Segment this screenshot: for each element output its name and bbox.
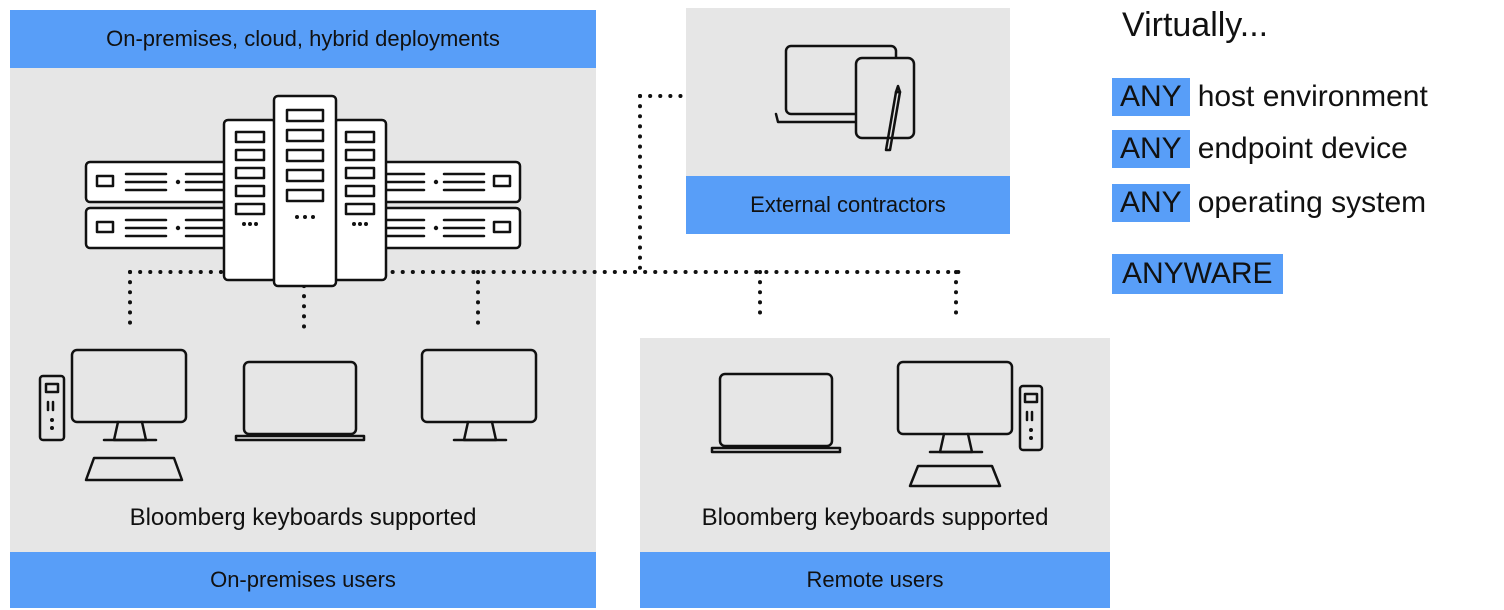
- any-row-device: ANY endpoint device: [1112, 130, 1408, 168]
- remote-footer-bar: Remote users: [640, 552, 1110, 608]
- remote-caption: Bloomberg keyboards supported: [701, 504, 1049, 531]
- contractors-footer-label: External contractors: [750, 192, 946, 217]
- onprem-footer-label: On-premises users: [210, 567, 396, 592]
- monitor-icon: [420, 348, 538, 442]
- desktop-tower-icon-remote: [896, 360, 1044, 488]
- side-title: Virtually...: [1122, 6, 1269, 44]
- any-text: host environment: [1197, 80, 1428, 113]
- any-text: operating system: [1197, 186, 1427, 219]
- onprem-header-bar: On-premises, cloud, hybrid deployments: [10, 10, 596, 68]
- contractors-footer-bar: External contractors: [686, 176, 1010, 234]
- any-row-host: ANY host environment: [1112, 78, 1428, 116]
- connector-lines: [128, 94, 962, 332]
- onprem-header-label: On-premises, cloud, hybrid deployments: [106, 26, 500, 51]
- any-tag: ANY: [1112, 78, 1190, 116]
- remote-footer-label: Remote users: [806, 567, 944, 592]
- any-tag: ANY: [1112, 184, 1190, 222]
- laptop-icon: [234, 360, 366, 442]
- any-text: endpoint device: [1197, 132, 1408, 165]
- laptop-icon-remote: [710, 372, 842, 454]
- any-row-os: ANY operating system: [1112, 184, 1426, 222]
- any-tag: ANY: [1112, 130, 1190, 168]
- laptop-tablet-icon: [774, 44, 916, 152]
- onprem-footer-bar: On-premises users: [10, 552, 596, 608]
- server-rack-icon: [84, 94, 522, 288]
- desktop-tower-icon: [38, 348, 188, 482]
- anyware-badge: ANYWARE: [1112, 254, 1283, 294]
- onprem-caption: Bloomberg keyboards supported: [129, 504, 477, 531]
